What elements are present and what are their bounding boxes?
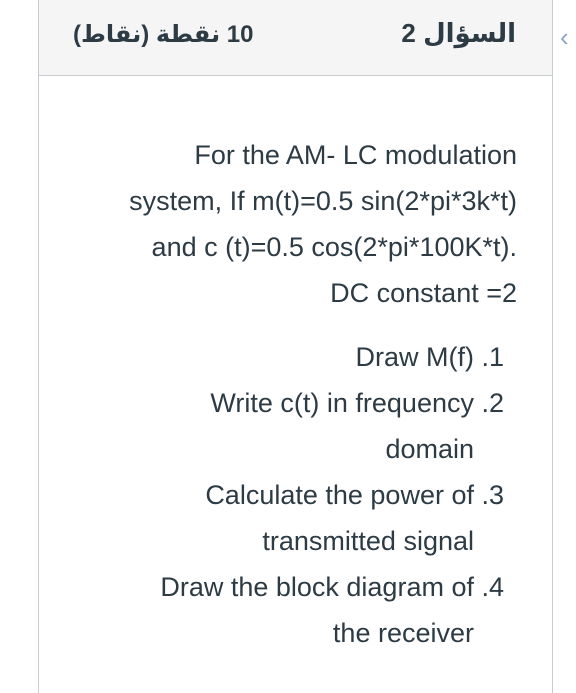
task-text: Calculate the power of .3	[205, 480, 504, 510]
task-text: Write c(t) in frequency .2	[210, 388, 504, 418]
task-item: Calculate the power of .3 transmitted si…	[54, 472, 504, 564]
task-text-continued: the receiver	[332, 618, 474, 648]
question-points: 10 نقطة (نقاط)	[73, 21, 254, 48]
task-text-continued: transmitted signal	[262, 526, 474, 556]
task-item: Draw M(f) .1	[54, 334, 505, 380]
question-text-line: and c (t)=0.5 cos(2*pi*100K*t).	[151, 232, 517, 262]
question-text: For the AM- LC modulation system, If m(t…	[67, 132, 517, 316]
task-text: Draw the block diagram of .4	[160, 572, 504, 602]
question-text-line: For the AM- LC modulation	[194, 140, 517, 170]
question-header: 10 نقطة (نقاط) السؤال 2	[39, 0, 552, 76]
question-card: 10 نقطة (نقاط) السؤال 2 For the AM- LC m…	[38, 0, 553, 693]
task-item: Draw the block diagram of .4 the receive…	[54, 564, 504, 656]
question-title: السؤال 2	[401, 18, 516, 48]
question-text-line: DC constant =2	[330, 278, 517, 308]
question-text-line: system, If m(t)=0.5 sin(2*pi*3k*t)	[129, 186, 517, 216]
task-list: Draw M(f) .1 Write c(t) in frequency .2 …	[54, 334, 504, 656]
task-text-continued: domain	[385, 434, 474, 464]
task-text: Draw M(f) .1	[355, 342, 505, 372]
chevron-left-icon[interactable]: ‹	[560, 22, 569, 52]
task-item: Write c(t) in frequency .2 domain	[54, 380, 504, 472]
